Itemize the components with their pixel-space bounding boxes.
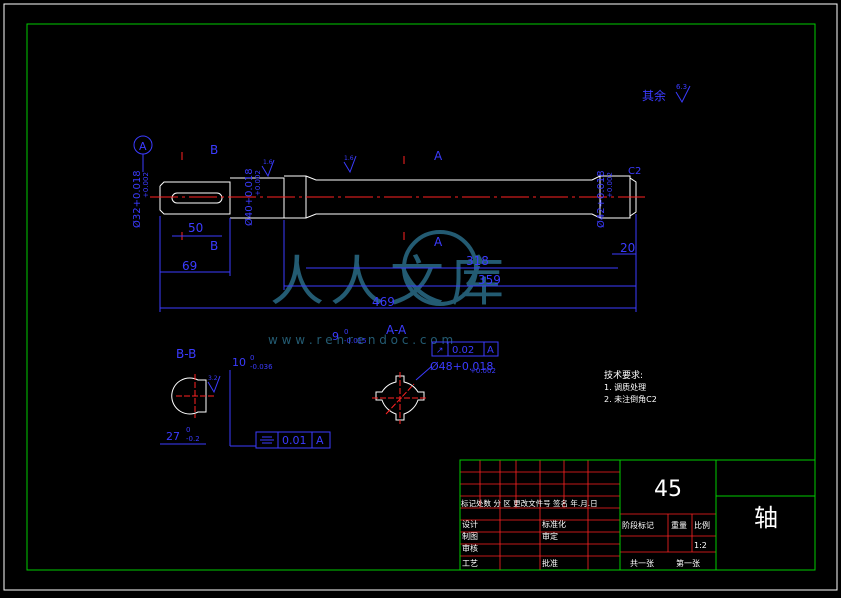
- watermark-chars: 人人文库: [270, 250, 510, 313]
- tech-title: 技术要求:: [604, 369, 643, 381]
- section-a-top: A: [434, 149, 443, 163]
- dim-318: 318: [466, 254, 489, 268]
- svg-text:+0.002: +0.002: [254, 170, 262, 196]
- svg-text:↗: ↗: [436, 346, 444, 356]
- svg-text:Ø32+0.018: Ø32+0.018: [131, 170, 143, 228]
- section-b-roughness: 3.2: [208, 375, 218, 382]
- tb-process: 工艺: [462, 559, 478, 568]
- roughness-symbol-1: [261, 159, 275, 178]
- section-b-top: B: [210, 143, 218, 157]
- svg-text:Ø48+0.018: Ø48+0.018: [430, 360, 493, 373]
- svg-text:Ø42+0.018: Ø42+0.018: [595, 170, 607, 228]
- tb-draw: 制图: [462, 531, 478, 541]
- spline-tolerance: 9 0 -0.015: [332, 328, 367, 345]
- dim-50: 50: [188, 221, 203, 235]
- dim-469: 469: [372, 295, 395, 309]
- roughness-symbol-2: [343, 155, 357, 174]
- section-b-view: [171, 374, 214, 418]
- roughness-mark-1: 1.6: [263, 159, 273, 166]
- tb-stage: 阶段标记: [622, 520, 654, 530]
- key-width-dim: 10 0 -0.036: [229, 354, 273, 447]
- roughness-other-value: 6.3: [676, 83, 687, 91]
- section-b-bottom: B: [210, 239, 218, 253]
- dim-359: 359: [478, 273, 501, 287]
- roughness-other-symbol: [675, 85, 691, 104]
- symmetry-tolerance: 0.01 A: [255, 431, 331, 449]
- svg-text:0: 0: [250, 354, 254, 362]
- datum-label: A: [139, 140, 147, 153]
- runout-tolerance: ↗ 0.02 A: [431, 341, 499, 357]
- svg-text:Ø40+0.018: Ø40+0.018: [243, 168, 255, 226]
- title-block-frame-green: [459, 459, 816, 571]
- tb-scale-label: 比例: [694, 520, 710, 530]
- material: 45: [654, 477, 682, 502]
- key-depth-dim: 27 0 -0.2: [160, 426, 206, 445]
- dim-69: 69: [182, 259, 197, 273]
- roughness-other-label: 其余: [642, 88, 666, 103]
- tb-design: 设计: [462, 519, 478, 529]
- svg-text:+0.002: +0.002: [470, 367, 496, 375]
- tb-std: 标准化: [542, 519, 566, 529]
- diameter-right: Ø42+0.018 +0.002: [595, 170, 614, 228]
- tb-total: 共一张: [630, 559, 654, 568]
- tb-approve: 批准: [542, 558, 558, 568]
- section-a-title: A-A: [386, 323, 407, 337]
- svg-text:27: 27: [166, 430, 180, 443]
- part-name: 轴: [754, 504, 778, 532]
- tech-line-1: 1. 调质处理: [604, 382, 646, 392]
- watermark: 人人文库 w w w . r e n r e n d o c . c o m: [268, 230, 510, 347]
- dim-20: 20: [620, 241, 635, 255]
- section-b-roughness-symbol: [207, 375, 221, 394]
- svg-text:-0.036: -0.036: [250, 363, 273, 371]
- section-a-bottom: A: [434, 235, 443, 249]
- svg-text:-0.2: -0.2: [186, 435, 200, 443]
- tb-scale: 1:2: [694, 541, 707, 550]
- tech-line-2: 2. 未注倒角C2: [604, 394, 657, 404]
- svg-text:0.01: 0.01: [282, 434, 307, 447]
- diameter-mid: Ø40+0.018 +0.002: [243, 168, 262, 226]
- section-b-title: B-B: [176, 347, 196, 361]
- datum-marker: A: [133, 135, 153, 172]
- tb-sheet: 第一张: [676, 558, 700, 568]
- diameter-left: Ø32+0.018 +0.002: [131, 170, 150, 228]
- tb-audit: 审定: [542, 531, 558, 541]
- chamfer-label: C2: [628, 166, 641, 177]
- section-a-view: [372, 372, 428, 424]
- roughness-mark-2: 1.6: [344, 155, 354, 162]
- svg-text:0: 0: [344, 328, 348, 336]
- svg-text:0: 0: [186, 426, 190, 434]
- svg-text:-0.015: -0.015: [344, 337, 367, 345]
- svg-text:9: 9: [332, 330, 339, 343]
- watermark-url: w w w . r e n r e n d o c . c o m: [268, 333, 453, 347]
- inner-border: [26, 23, 816, 571]
- svg-text:0.02: 0.02: [452, 345, 474, 356]
- svg-text:10: 10: [232, 356, 246, 369]
- outer-frame: [3, 3, 838, 591]
- svg-text:A: A: [316, 434, 324, 447]
- spline-diameter: Ø48+0.018 +0.002: [415, 360, 496, 381]
- tb-check: 审核: [462, 543, 478, 553]
- svg-text:+0.002: +0.002: [142, 172, 150, 198]
- tb-weight: 重量: [671, 520, 687, 530]
- svg-text:A: A: [487, 345, 494, 356]
- svg-text:+0.002: +0.002: [606, 172, 614, 198]
- revision-header: 标记处数 分 区 更改文件号 签名 年.月.日: [461, 498, 598, 508]
- length-dimensions: [159, 214, 637, 312]
